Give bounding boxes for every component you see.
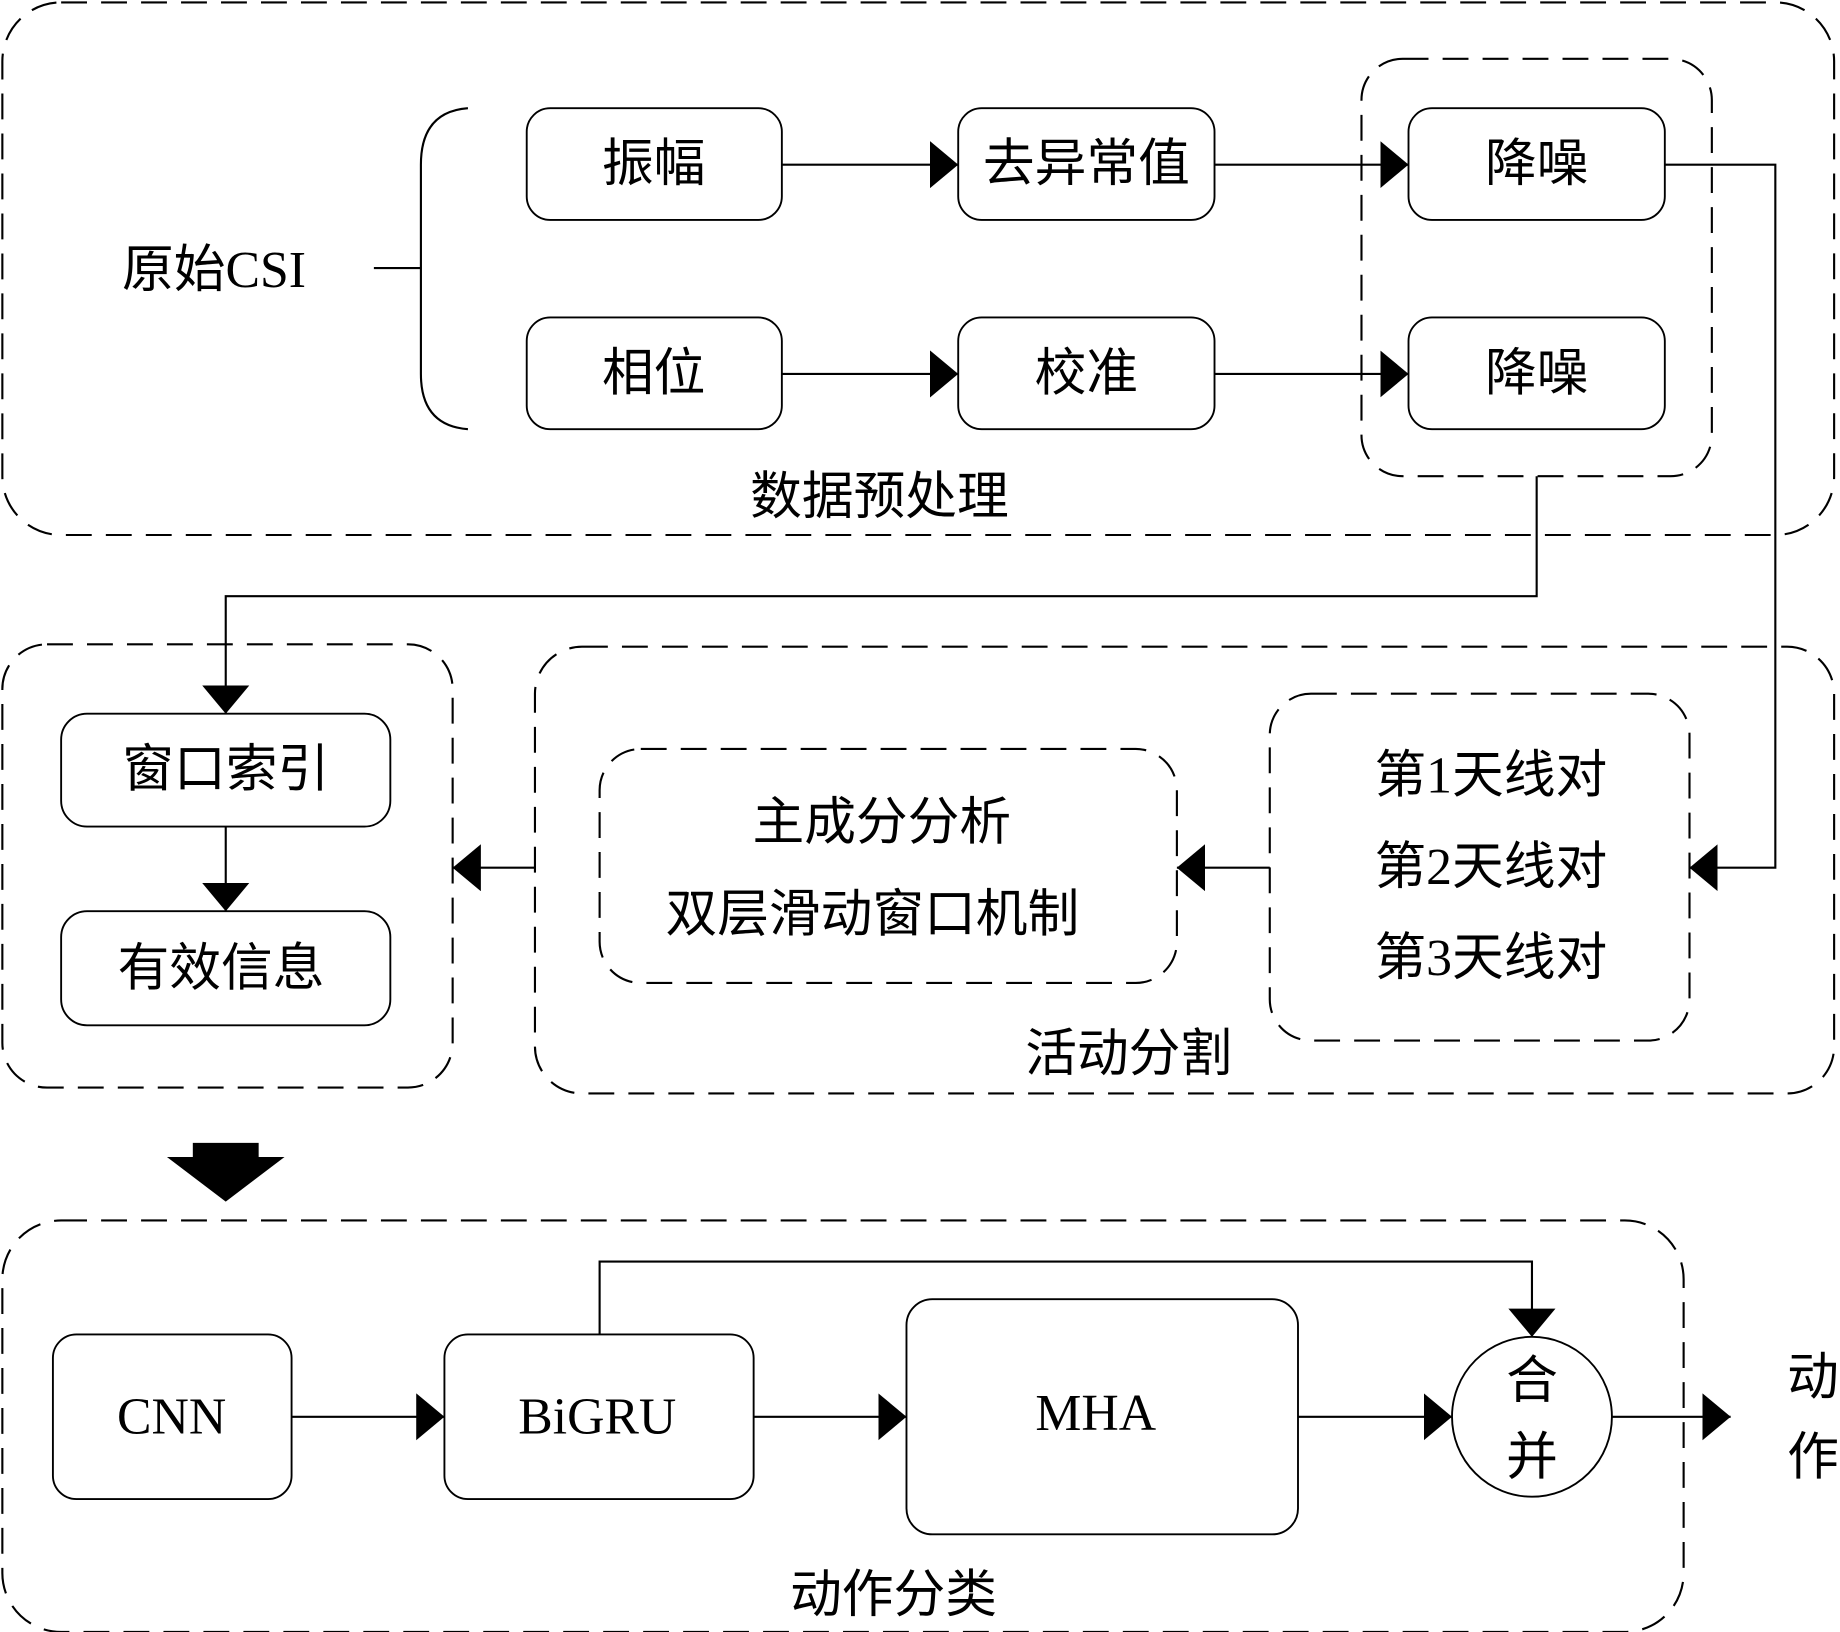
output-label-1: 动 — [1787, 1349, 1839, 1406]
segmentation-group — [533, 645, 1836, 1095]
arrow — [1664, 163, 1777, 892]
pca-label: 主成分分析 — [752, 795, 1011, 852]
raw-csi-label: 原始CSI — [122, 242, 306, 299]
denoise-group — [1360, 57, 1713, 478]
classification-group-label: 动作分类 — [790, 1567, 997, 1624]
antenna-group — [1268, 692, 1691, 1042]
brace — [373, 107, 469, 431]
arrow — [202, 476, 1538, 714]
segmentation-group-label: 活动分割 — [1025, 1026, 1232, 1083]
merge-label-1: 合 — [1506, 1353, 1558, 1410]
output-label-2: 作 — [1787, 1429, 1839, 1486]
denoise-label-2: 降噪 — [1485, 345, 1588, 402]
block-arrow-down — [166, 1142, 285, 1202]
denoise-label-1: 降噪 — [1485, 136, 1588, 193]
sliding-window-label: 双层滑动窗口机制 — [666, 886, 1080, 943]
skip-arrow — [598, 1260, 1556, 1337]
amplitude-label: 振幅 — [602, 136, 705, 193]
bigru-label: BiGRU — [518, 1388, 676, 1445]
phase-label: 相位 — [602, 345, 705, 402]
merge-label-2: 并 — [1506, 1429, 1558, 1486]
preprocess-group — [1, 1, 1836, 537]
outlier-label: 去异常值 — [983, 136, 1190, 193]
mha-label: MHA — [1035, 1385, 1156, 1442]
antenna-2-label: 第2天线对 — [1374, 839, 1607, 896]
antenna-1-label: 第1天线对 — [1374, 748, 1607, 805]
antenna-3-label: 第3天线对 — [1374, 930, 1607, 987]
calibration-label: 校准 — [1035, 345, 1138, 402]
pca-window-group — [598, 747, 1178, 985]
valid-info-label: 有效信息 — [118, 940, 325, 997]
window-index-label: 窗口索引 — [122, 742, 329, 799]
valid-info-node — [60, 910, 392, 1027]
cnn-label: CNN — [117, 1388, 226, 1445]
preprocess-group-label: 数据预处理 — [750, 469, 1009, 526]
